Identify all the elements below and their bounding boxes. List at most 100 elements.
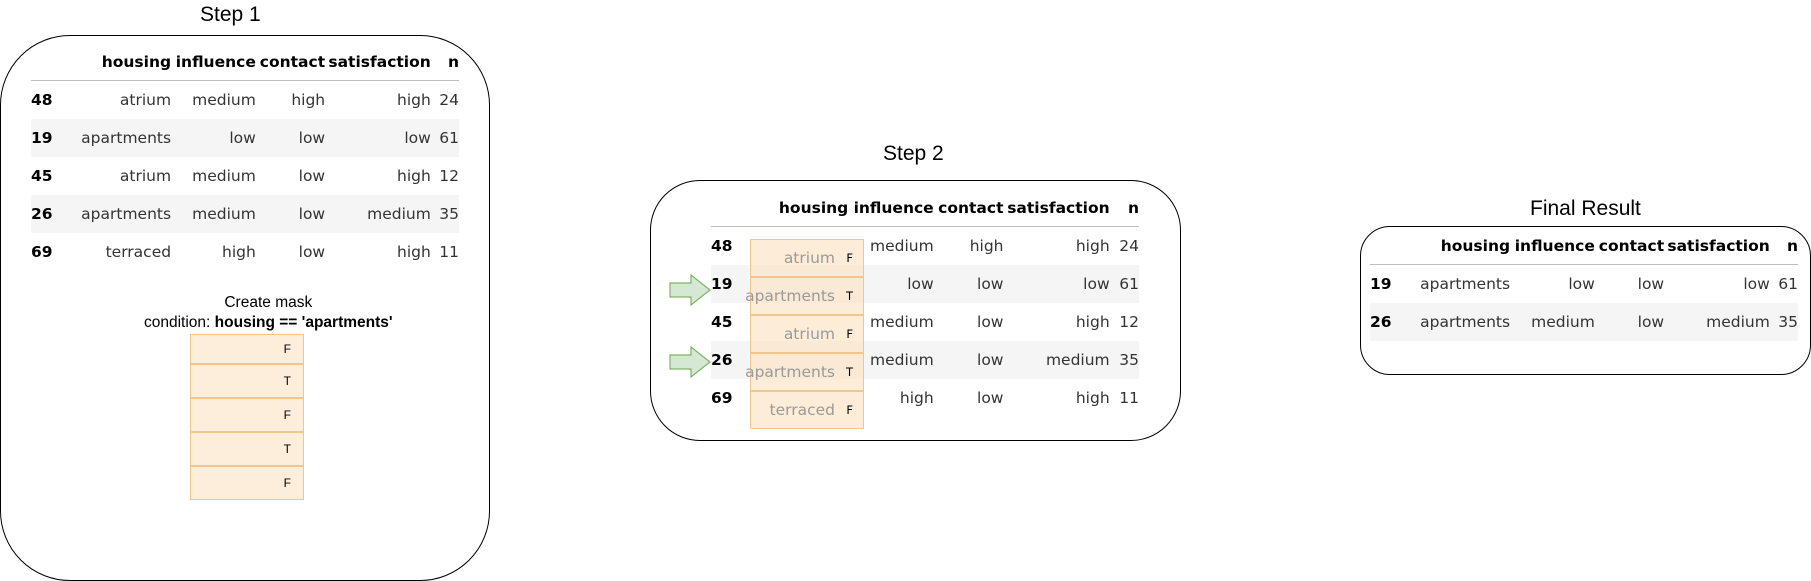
- column-header-n: n: [430, 44, 459, 81]
- mask-caption-prefix: condition:: [144, 314, 215, 331]
- cell-satisfaction: high: [397, 243, 431, 261]
- row-index: 48: [31, 91, 53, 109]
- cell-contact: high: [291, 91, 326, 109]
- column-header-influence: influence: [848, 190, 934, 227]
- step2-panel: housing influence contact satisfaction n…: [650, 180, 1181, 441]
- column-header-influence: influence: [1510, 228, 1595, 265]
- mask-value: F: [846, 327, 853, 341]
- mask-overlay-cell: atrium F: [750, 239, 864, 277]
- table-row: 69 high low high 11: [711, 379, 1139, 417]
- column-header-satisfaction: satisfaction: [325, 44, 431, 81]
- table-row: 26 apartments medium low medium 35: [31, 195, 459, 233]
- mask-caption-condition-line: condition: housing == 'apartments': [144, 313, 393, 333]
- column-header-contact: contact: [933, 190, 1004, 227]
- row-index: 26: [31, 195, 62, 233]
- row-index: 19: [31, 119, 62, 157]
- step2-title: Step 2: [883, 142, 944, 165]
- row-index: 45: [711, 313, 733, 331]
- cell-influence: medium: [171, 195, 256, 233]
- cell-n: 61: [1778, 275, 1798, 293]
- column-header-contact: contact: [255, 44, 326, 81]
- cell-satisfaction: high: [1075, 237, 1110, 255]
- cell-satisfaction: medium: [1003, 341, 1110, 379]
- step1-table: housing influence contact satisfaction n…: [31, 44, 459, 271]
- cell-n: 35: [1109, 341, 1139, 379]
- cell-influence: low: [1568, 275, 1595, 293]
- row-index: 48: [711, 237, 733, 255]
- mask-cell: T: [190, 432, 304, 466]
- cell-n: 61: [1109, 265, 1139, 303]
- cell-n: 24: [1119, 237, 1139, 255]
- cell-influence: medium: [192, 91, 256, 109]
- cell-influence: medium: [192, 167, 256, 185]
- cell-satisfaction: medium: [325, 195, 431, 233]
- cell-contact: low: [1594, 303, 1665, 341]
- mask-value: F: [283, 342, 291, 356]
- cell-contact: low: [933, 265, 1004, 303]
- column-header-n: n: [1109, 190, 1139, 227]
- row-index: 19: [711, 265, 743, 303]
- column-header-housing: housing: [742, 190, 849, 227]
- cell-satisfaction: low: [1743, 275, 1770, 293]
- column-header-satisfaction: satisfaction: [1003, 190, 1110, 227]
- mask-overlay-cell: apartments T: [745, 277, 864, 315]
- overlay-housing-text: terraced: [769, 401, 835, 419]
- cell-influence: high: [899, 389, 934, 407]
- mask-caption: Create mask condition: housing == 'apart…: [144, 293, 393, 333]
- mask-cell: F: [190, 398, 304, 432]
- table-row: 19 apartments low low low 61: [31, 119, 459, 157]
- cell-housing: atrium: [119, 167, 172, 185]
- overlay-housing-text: atrium: [783, 249, 835, 267]
- mask-cell: F: [190, 334, 304, 364]
- mask-condition: housing == 'apartments': [214, 314, 393, 331]
- cell-influence: medium: [1510, 303, 1595, 341]
- table-header-row: housing influence contact satisfaction n: [1370, 228, 1798, 265]
- row-index: 19: [1370, 275, 1392, 293]
- cell-satisfaction: high: [1075, 389, 1110, 407]
- cell-contact: high: [969, 237, 1004, 255]
- cell-influence: medium: [869, 313, 934, 331]
- cell-housing: atrium: [119, 91, 172, 109]
- mask-cell: T: [190, 364, 304, 398]
- overlay-housing-text: atrium: [783, 325, 835, 343]
- table-row: 45 atrium medium low high 12: [31, 157, 459, 195]
- table-row: 19 apartments low low low 61: [1370, 265, 1798, 304]
- row-index: 69: [711, 389, 733, 407]
- overlay-housing-text: apartments: [745, 363, 835, 381]
- cell-influence: high: [222, 243, 256, 261]
- column-header-housing: housing: [61, 44, 172, 81]
- cell-satisfaction: high: [1075, 313, 1110, 331]
- cell-contact: low: [933, 341, 1004, 379]
- row-index: 26: [711, 341, 743, 379]
- step1-panel: housing influence contact satisfaction n…: [0, 35, 490, 581]
- mask-value: F: [846, 251, 853, 265]
- cell-housing: apartments: [61, 119, 172, 157]
- cell-satisfaction: high: [397, 91, 431, 109]
- table-header-row: housing influence contact satisfaction n: [31, 44, 459, 81]
- arrow-right-icon: [669, 346, 711, 378]
- table-header-row: housing influence contact satisfaction n: [711, 190, 1139, 227]
- mask-overlay-cell: terraced F: [750, 391, 864, 429]
- cell-satisfaction: low: [325, 119, 431, 157]
- row-index: 26: [1370, 303, 1401, 341]
- cell-contact: low: [1637, 275, 1665, 293]
- cell-n: 11: [1119, 389, 1139, 407]
- cell-housing: apartments: [1400, 303, 1511, 341]
- cell-satisfaction: high: [397, 167, 431, 185]
- mask-cell: F: [190, 466, 304, 500]
- cell-contact: low: [977, 389, 1004, 407]
- final-result-panel: housing influence contact satisfaction n…: [1360, 226, 1811, 375]
- table-row: 48 medium high high 24: [711, 227, 1139, 266]
- mask-value: F: [846, 403, 853, 417]
- step1-title: Step 1: [200, 3, 261, 26]
- column-header-housing: housing: [1400, 228, 1511, 265]
- mask-overlay-cell: apartments T: [745, 353, 864, 391]
- cell-n: 61: [430, 119, 459, 157]
- final-result-table: housing influence contact satisfaction n…: [1370, 228, 1798, 341]
- table-row: 45 medium low high 12: [711, 303, 1139, 341]
- cell-n: 12: [1119, 313, 1139, 331]
- cell-n: 35: [430, 195, 459, 233]
- mask-caption-title: Create mask: [224, 294, 313, 311]
- final-result-title: Final Result: [1530, 197, 1641, 220]
- cell-n: 35: [1769, 303, 1798, 341]
